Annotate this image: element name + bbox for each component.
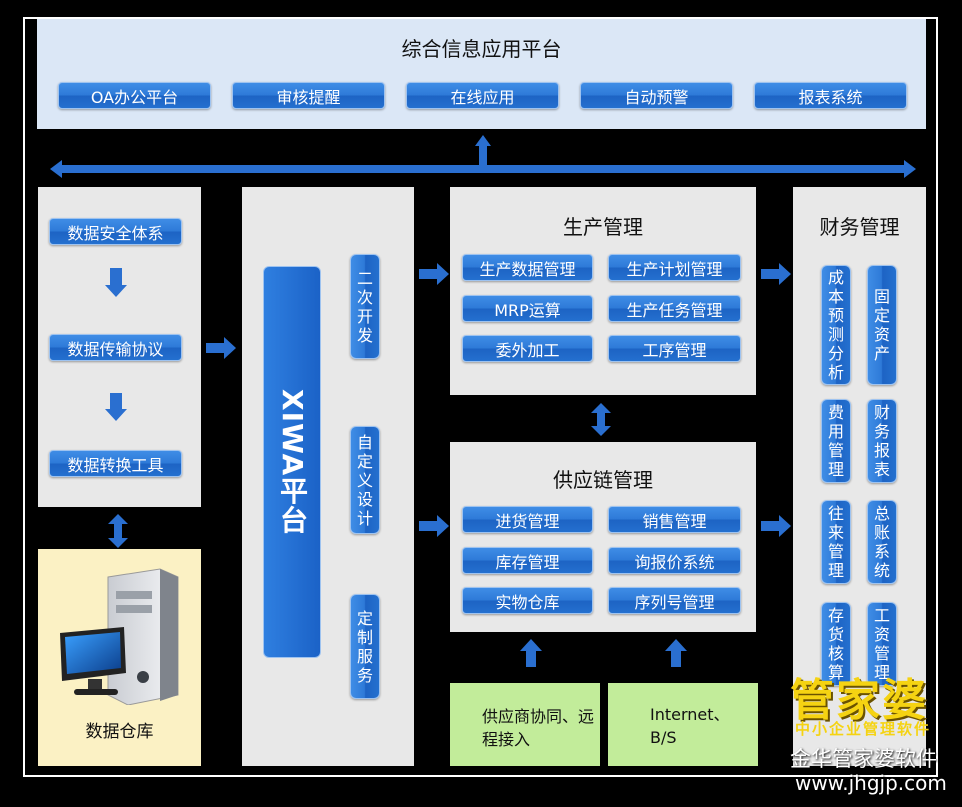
physical-warehouse-button[interactable]: 实物仓库 — [462, 587, 593, 614]
platform-title: 综合信息应用平台 — [401, 37, 562, 61]
data-security-button[interactable]: 数据安全体系 — [49, 218, 182, 245]
supplier-collab-box: 供应商协同、远程接入 — [450, 683, 600, 766]
xiwa-platform-button[interactable]: XIWA平台 — [263, 266, 321, 658]
mrp-button[interactable]: MRP运算 — [462, 295, 593, 322]
watermark-brand: 金华管家婆软件 — [790, 747, 937, 771]
watermark-url: www.jhgjp.com — [795, 771, 947, 795]
internet-box: Internet、B/S — [608, 683, 758, 766]
outsourcing-button[interactable]: 委外加工 — [462, 335, 593, 362]
integrated-platform-panel: 综合信息应用平台 OA办公平台 审核提醒 在线应用 自动预警 报表系统 — [37, 19, 926, 129]
fixed-assets-button[interactable]: 固定资产 — [867, 265, 897, 385]
data-panel: 数据安全体系 数据传输协议 数据转换工具 — [38, 187, 201, 507]
data-warehouse-arrow — [108, 514, 128, 548]
prod-task-button[interactable]: 生产任务管理 — [608, 295, 741, 322]
audit-reminder-button[interactable]: 审核提醒 — [232, 82, 385, 109]
computer-icon — [60, 568, 179, 705]
accounts-button[interactable]: 往来管理 — [821, 500, 851, 584]
right-arrow-finance-2 — [761, 515, 791, 537]
bus-double-arrow — [50, 160, 916, 178]
prod-plan-button[interactable]: 生产计划管理 — [608, 254, 741, 281]
finance-panel: 财务管理 — [793, 187, 926, 766]
online-app-button[interactable]: 在线应用 — [406, 82, 559, 109]
oa-platform-button[interactable]: OA办公平台 — [58, 82, 211, 109]
watermark-logo: 管家婆 — [790, 675, 928, 726]
cost-forecast-button[interactable]: 成本预测分析 — [821, 265, 851, 385]
secondary-dev-button[interactable]: 二次开发 — [350, 254, 380, 359]
down-arrow-1 — [105, 268, 127, 297]
purchase-button[interactable]: 进货管理 — [462, 506, 593, 533]
watermark-tagline: 中小企业管理软件 — [795, 720, 932, 738]
process-button[interactable]: 工序管理 — [608, 335, 741, 362]
financial-report-button[interactable]: 财务报表 — [867, 399, 897, 483]
inventory-accounting-button[interactable]: 存货核算 — [821, 602, 851, 686]
payroll-button[interactable]: 工资管理 — [867, 602, 897, 686]
custom-design-button[interactable]: 自定义设计 — [350, 426, 380, 534]
prod-data-button[interactable]: 生产数据管理 — [462, 254, 593, 281]
supply-title: 供应链管理 — [553, 468, 653, 492]
sales-button[interactable]: 销售管理 — [608, 506, 741, 533]
right-arrow-supply — [419, 515, 449, 537]
down-arrow-2 — [105, 393, 127, 421]
up-arrow-internet — [665, 639, 687, 667]
up-arrow-supplier — [520, 639, 542, 667]
general-ledger-button[interactable]: 总账系统 — [867, 500, 897, 584]
production-title: 生产管理 — [563, 215, 643, 239]
auto-warning-button[interactable]: 自动预警 — [580, 82, 733, 109]
right-arrow-production — [419, 263, 449, 285]
right-arrow-xiwa — [206, 337, 236, 359]
custom-service-button[interactable]: 定制服务 — [350, 594, 380, 699]
up-arrow-top — [475, 135, 491, 166]
serial-number-button[interactable]: 序列号管理 — [608, 587, 741, 614]
quotation-button[interactable]: 询报价系统 — [608, 547, 741, 574]
warehouse-label: 数据仓库 — [85, 722, 154, 742]
supply-chain-panel: 供应链管理 进货管理 销售管理 库存管理 询报价系统 实物仓库 序列号管理 — [450, 442, 756, 632]
data-warehouse-panel: 数据仓库 — [38, 549, 201, 766]
data-protocol-button[interactable]: 数据传输协议 — [49, 334, 182, 361]
outer-frame — [23, 17, 938, 777]
expense-button[interactable]: 费用管理 — [821, 399, 851, 483]
right-arrow-finance-1 — [761, 263, 791, 285]
report-system-button[interactable]: 报表系统 — [754, 82, 907, 109]
finance-title: 财务管理 — [819, 215, 900, 239]
inventory-button[interactable]: 库存管理 — [462, 547, 593, 574]
production-panel: 生产管理 生产数据管理 生产计划管理 MRP运算 生产任务管理 委外加工 工序管… — [450, 187, 756, 395]
data-conversion-button[interactable]: 数据转换工具 — [49, 450, 182, 477]
prod-supply-arrow — [591, 403, 611, 436]
